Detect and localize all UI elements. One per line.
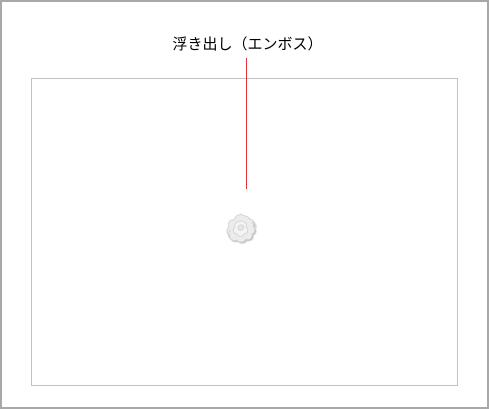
embossed-rose-icon (226, 213, 256, 243)
callout-leader-line (246, 58, 247, 189)
callout-label: 浮き出し（エンボス） (172, 35, 323, 53)
